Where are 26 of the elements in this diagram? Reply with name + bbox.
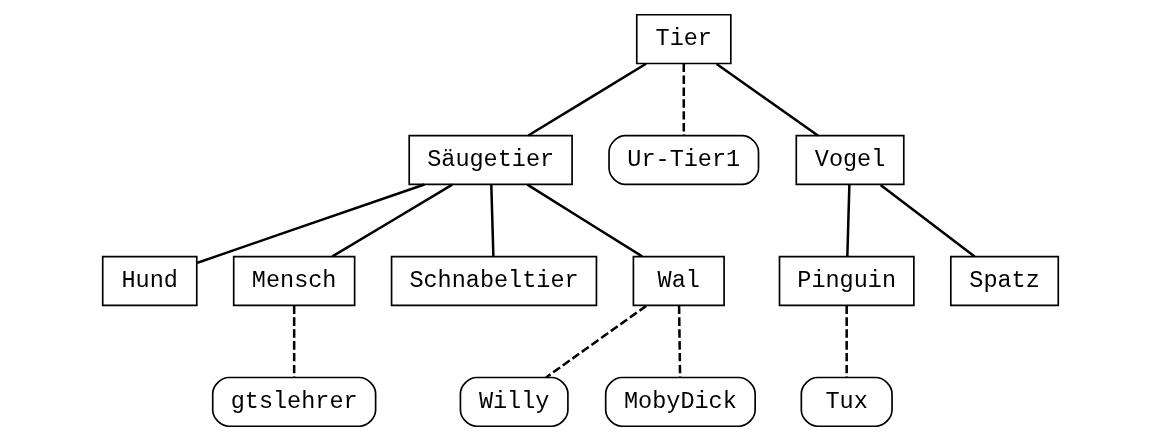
node-box: Ur-Tier1 — [607, 134, 759, 186]
node-box: Tux — [800, 376, 893, 428]
connector — [489, 184, 495, 257]
connector — [715, 63, 819, 137]
connector — [292, 305, 295, 377]
node-box: Wal — [632, 255, 725, 307]
connector — [331, 183, 453, 258]
connector — [677, 305, 681, 378]
node-box: gtslehrer — [211, 376, 376, 428]
connector — [844, 305, 848, 377]
node-box: Säugetier — [407, 134, 573, 186]
connector — [526, 183, 643, 258]
node-box: Mensch — [232, 255, 355, 307]
connector — [879, 183, 975, 258]
connector — [544, 304, 647, 379]
node-box: Pinguin — [778, 255, 915, 307]
node-box: Vogel — [794, 134, 905, 186]
connector — [196, 183, 425, 265]
connector — [527, 62, 647, 137]
node-box: MobyDick — [604, 376, 756, 428]
node-box: Spatz — [949, 255, 1059, 307]
node-box: Hund — [101, 255, 198, 307]
node-box: Schnabeltier — [390, 255, 597, 307]
node-box: Tier — [635, 13, 732, 65]
node-box: Willy — [459, 376, 569, 428]
connector — [845, 184, 851, 257]
